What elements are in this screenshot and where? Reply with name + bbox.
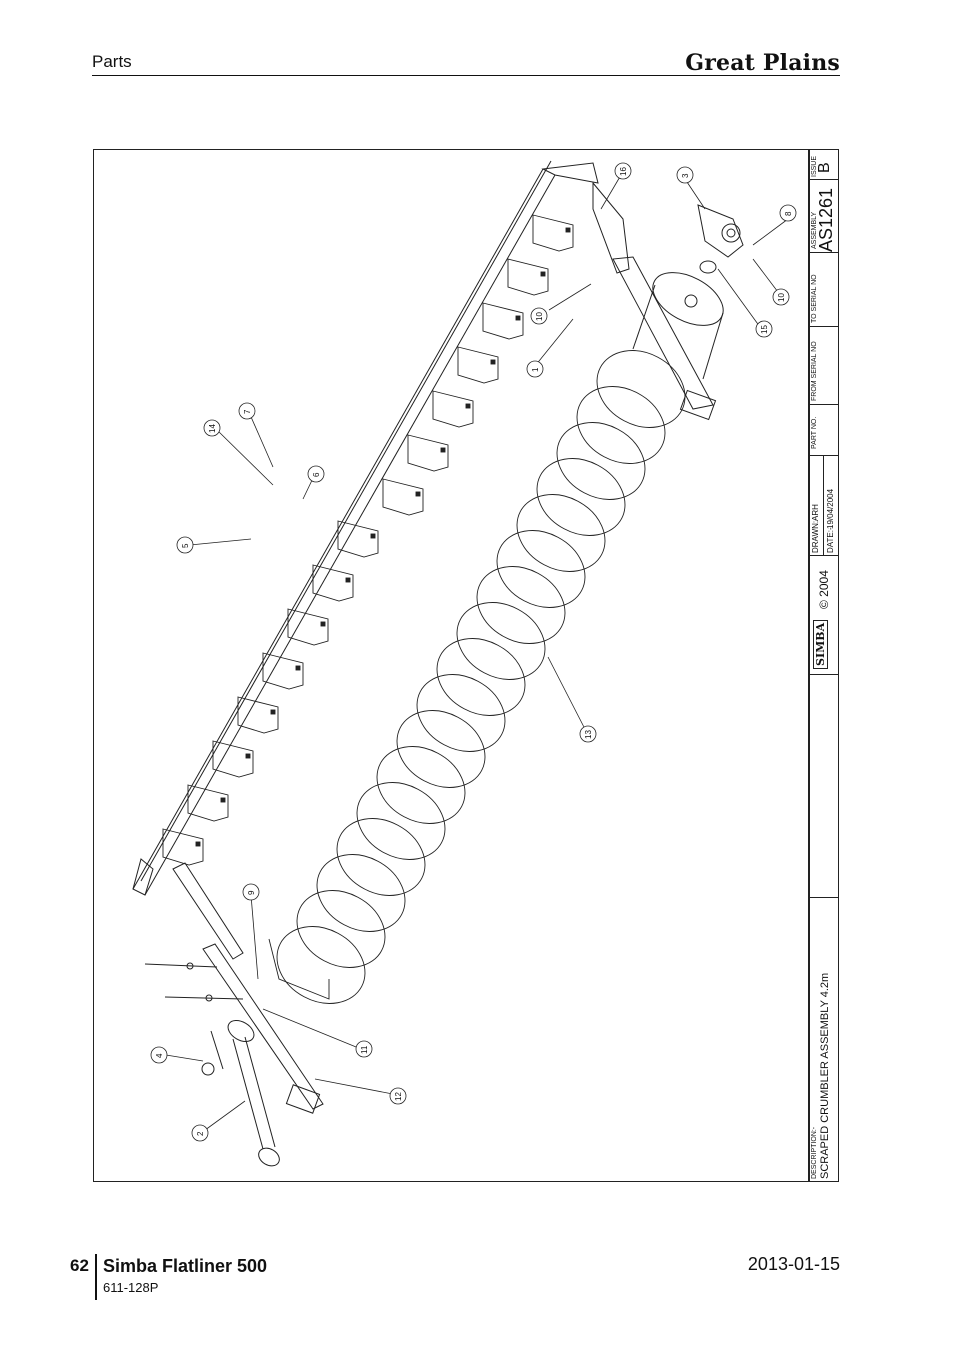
callout-7: 7 bbox=[243, 409, 252, 414]
drawing-date: 19/04/2004 bbox=[826, 488, 835, 529]
crumbler-end-cone bbox=[632, 272, 724, 380]
header-rule bbox=[92, 75, 840, 76]
callout-5: 5 bbox=[181, 543, 190, 548]
publication-date: 2013-01-15 bbox=[747, 1254, 840, 1274]
callout-10b: 10 bbox=[777, 293, 786, 302]
drawing-description: SCRAPED CRUMBLER ASSEMBLY 4.2m bbox=[819, 972, 831, 1179]
bearing-left bbox=[227, 1020, 280, 1167]
section-title: Parts bbox=[92, 52, 132, 71]
callout-10a: 10 bbox=[535, 312, 544, 321]
assembly-number: AS1261 bbox=[816, 187, 836, 252]
to-serial-label: TO SERIAL NO bbox=[811, 274, 818, 323]
description-label: DESCRIPTION:- bbox=[811, 1126, 818, 1179]
callout-6: 6 bbox=[312, 472, 321, 477]
side-arm-right bbox=[592, 181, 717, 421]
from-serial-label: FROM SERIAL NO bbox=[811, 341, 818, 401]
callout-11: 11 bbox=[360, 1045, 369, 1054]
crumbler-rings bbox=[268, 350, 686, 1004]
side-arm-left bbox=[172, 862, 324, 1114]
callout-3: 3 bbox=[681, 173, 690, 178]
manual-number: 611-128P bbox=[103, 1280, 159, 1295]
callout-13: 13 bbox=[584, 730, 593, 739]
title-block: ISSUE B ASSEMBLY AS1261 TO SERIAL NO FRO… bbox=[808, 149, 839, 1182]
callout-16: 16 bbox=[619, 167, 628, 176]
callout-9: 9 bbox=[247, 890, 256, 895]
drawn-value: ARH bbox=[811, 504, 820, 521]
callout-15: 15 bbox=[760, 325, 769, 334]
product-title: Simba Flatliner 500 bbox=[103, 1256, 268, 1276]
date-label: DATE:- bbox=[826, 527, 835, 553]
simba-logo: SIMBA bbox=[813, 619, 828, 669]
scraper-plates bbox=[162, 214, 574, 866]
brand-logo: Great Plains bbox=[685, 50, 840, 76]
page-number: 62 bbox=[70, 1256, 89, 1275]
callout-labels: 16 3 8 10 15 10 1 7 14 6 5 13 9 11 4 12 … bbox=[155, 167, 793, 1136]
leader-lines bbox=[165, 174, 789, 1134]
callout-1: 1 bbox=[531, 367, 540, 372]
drawn-label: DRAWN:- bbox=[811, 518, 820, 553]
copyright: © 2004 bbox=[817, 570, 831, 609]
callout-4: 4 bbox=[155, 1053, 164, 1058]
issue-value: B bbox=[816, 162, 833, 173]
bolts-left bbox=[144, 962, 244, 1076]
part-no-label: PART NO. bbox=[811, 416, 818, 449]
crumbler-assembly-illustration: 16 3 8 10 15 10 1 7 14 6 5 13 9 11 4 12 … bbox=[132, 160, 797, 1167]
bearing-housing-right bbox=[697, 204, 744, 274]
callout-8: 8 bbox=[784, 211, 793, 216]
callout-circles bbox=[150, 162, 797, 1142]
drawing-frame bbox=[93, 149, 839, 1182]
callout-12: 12 bbox=[394, 1092, 403, 1101]
footer-divider bbox=[95, 1254, 97, 1300]
callout-2: 2 bbox=[196, 1131, 205, 1136]
callout-14: 14 bbox=[208, 424, 217, 433]
